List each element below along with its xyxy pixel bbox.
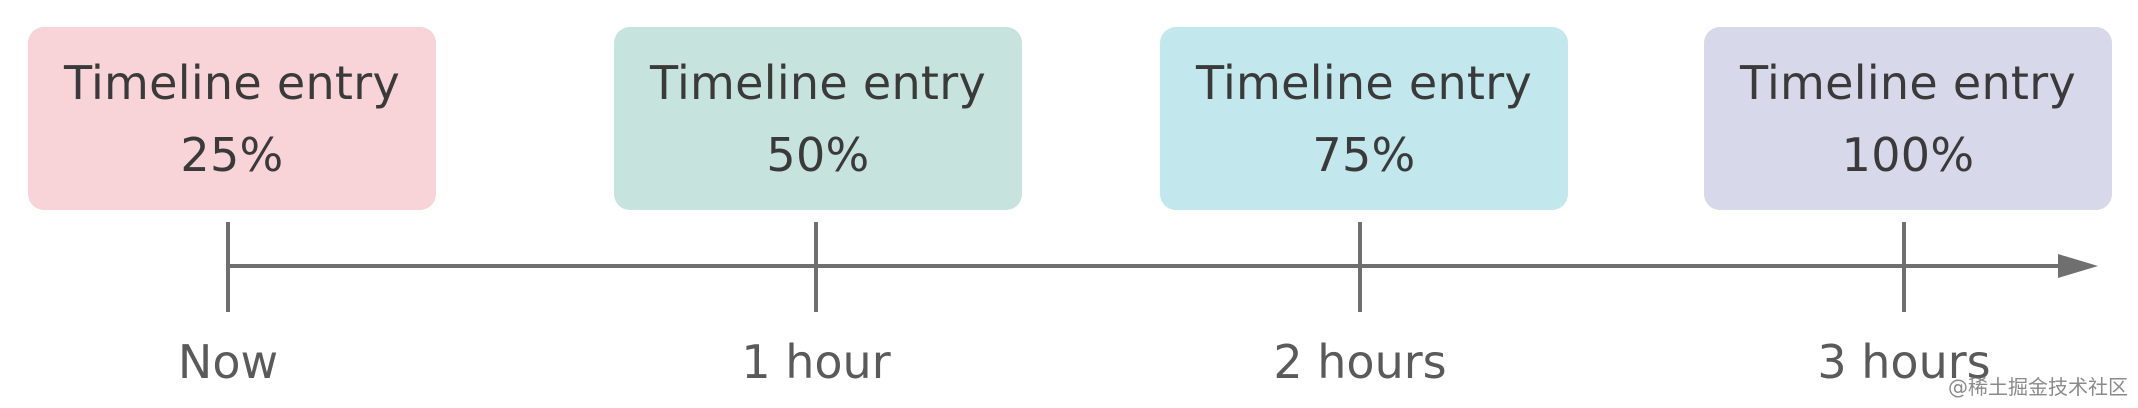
watermark: @稀土掘金技术社区 [1948, 375, 2128, 399]
tick-label-3-hours: 3 hours [1817, 335, 1991, 389]
timeline-entry-box-2: Timeline entry 50% [614, 27, 1022, 210]
entry-title: Timeline entry [63, 55, 401, 110]
tick-label-2-hours: 2 hours [1273, 335, 1447, 389]
timeline-entry-box-1: Timeline entry 25% [28, 27, 436, 210]
entry-title: Timeline entry [649, 55, 987, 110]
entry-value: 100% [1841, 127, 1975, 182]
entry-value: 75% [1312, 127, 1416, 182]
tick-label-1-hour: 1 hour [741, 335, 891, 389]
entry-value: 50% [766, 127, 870, 182]
axis-arrowhead [2058, 254, 2098, 278]
timeline-entry-box-4: Timeline entry 100% [1704, 27, 2112, 210]
entry-title: Timeline entry [1195, 55, 1533, 110]
entry-title: Timeline entry [1739, 55, 2077, 110]
entry-value: 25% [180, 127, 284, 182]
tick-label-now: Now [177, 335, 279, 389]
timeline-entry-box-3: Timeline entry 75% [1160, 27, 1568, 210]
